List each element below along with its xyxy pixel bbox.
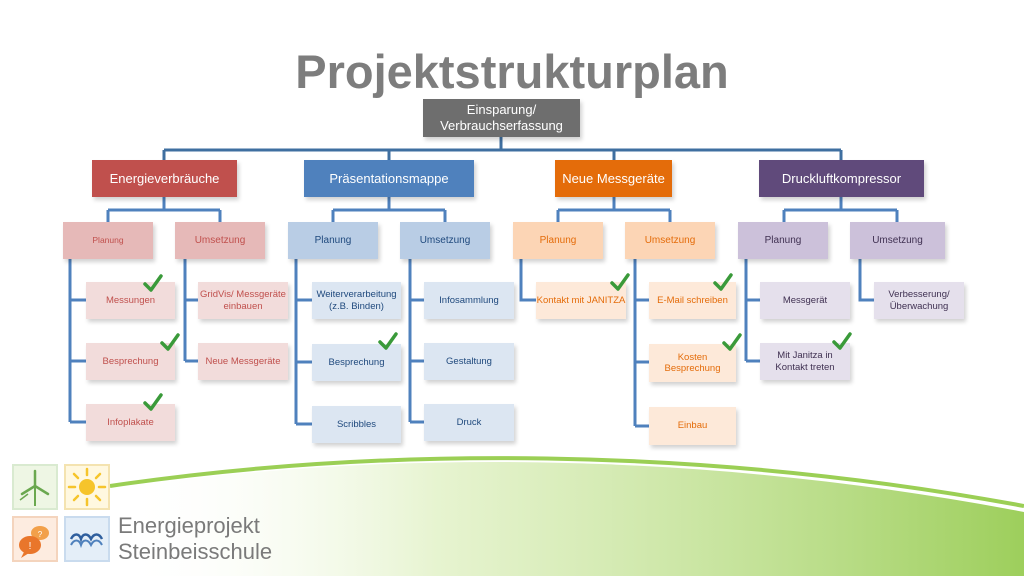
leaf-gestaltung: Gestaltung (424, 343, 514, 380)
sub-druckluft-planung: Planung (738, 222, 828, 259)
sub-label: Planung (314, 234, 352, 246)
leaf-label: Druck (456, 416, 482, 428)
water-waves-icon (64, 516, 110, 562)
wind-turbine-icon (12, 464, 58, 510)
leaf-label: Weiterverarbeitung (z.B. Binden) (316, 289, 397, 312)
leaf-label: Infoplakate (107, 416, 154, 428)
leaf-label: Besprechung (102, 355, 159, 367)
checkmark-icon (713, 273, 733, 291)
root-node: Einsparung/ Verbrauchserfassung (423, 99, 580, 137)
leaf-infosammlung: Infosammlung (424, 282, 514, 319)
sub-messgeraete-planung: Planung (513, 222, 603, 259)
leaf-label: Messgerät (782, 294, 828, 306)
logo: ! ? (10, 462, 120, 572)
leaf-besprechung: Besprechung (312, 344, 401, 381)
page-title: Projektstrukturplan (295, 45, 729, 98)
root-label: Einsparung/ Verbrauchserfassung (440, 102, 563, 133)
leaf-label: Verbesserung/ Überwachung (888, 289, 950, 312)
sub-label: Umsetzung (872, 234, 923, 246)
leaf-besprechung: Besprechung (86, 343, 175, 380)
sub-druckluft-umsetzung: Umsetzung (850, 222, 945, 259)
leaf-druck: Druck (424, 404, 514, 441)
leaf-kontakt-janitza: Kontakt mit JANITZA (536, 282, 626, 319)
sub-label: Umsetzung (194, 234, 246, 246)
leaf-label: Einbau (677, 420, 708, 432)
leaf-label: Mit Janitza in Kontakt treten (775, 350, 835, 373)
leaf-verbesserung: Verbesserung/ Überwachung (874, 282, 964, 319)
leaf-einbau: Einbau (649, 407, 736, 445)
leaf-mit-janitza: Mit Janitza in Kontakt treten (760, 343, 850, 380)
checkmark-icon (378, 332, 398, 350)
sub-label: Planung (539, 234, 577, 246)
leaf-label: Neue Messgeräte (205, 355, 281, 367)
sub-messgeraete-umsetzung: Umsetzung (625, 222, 715, 259)
checkmark-icon (143, 274, 163, 292)
checkmark-icon (832, 332, 852, 350)
sub-label: Umsetzung (419, 234, 471, 246)
svg-text:!: ! (29, 541, 32, 552)
sun-icon (64, 464, 110, 510)
branch-energieverbraeuche: Energieverbräuche (92, 160, 237, 197)
checkmark-icon (722, 333, 742, 351)
leaf-infoplakate: Infoplakate (86, 404, 175, 441)
branch-label: Präsentationsmappe (329, 170, 449, 186)
leaf-label: Kontakt mit JANITZA (536, 294, 626, 306)
branch-druckluftkompressor: Druckluftkompressor (759, 160, 924, 197)
sub-label: Planung (92, 235, 124, 246)
checkmark-icon (160, 333, 180, 351)
sub-praesentation-planung: Planung (288, 222, 378, 259)
branch-label: Druckluftkompressor (781, 170, 902, 186)
sub-praesentation-umsetzung: Umsetzung (400, 222, 490, 259)
svg-text:?: ? (38, 530, 43, 539)
branch-label: Neue Messgeräte (562, 170, 665, 186)
checkmark-icon (143, 393, 163, 411)
branch-neue-messgeraete: Neue Messgeräte (555, 160, 672, 197)
sub-energie-umsetzung: Umsetzung (175, 222, 265, 259)
speech-bubbles-icon: ! ? (12, 516, 58, 562)
leaf-label: Kosten Besprechung (664, 351, 721, 374)
leaf-messgeraet: Messgerät (760, 282, 850, 319)
leaf-label: Infosammlung (439, 294, 499, 306)
logo-text-line2: Steinbeisschule (118, 539, 273, 564)
leaf-weiterverarbeitung: Weiterverarbeitung (z.B. Binden) (312, 282, 401, 319)
leaf-kosten-besprechung: Kosten Besprechung (649, 344, 736, 382)
branch-praesentationsmappe: Präsentationsmappe (304, 160, 474, 197)
sub-label: Umsetzung (644, 234, 696, 246)
sub-label: Planung (764, 234, 802, 246)
sub-energie-planung: Planung (63, 222, 153, 259)
leaf-label: Gestaltung (446, 355, 492, 367)
checkmark-icon (610, 273, 630, 291)
leaf-neue-messgeraete: Neue Messgeräte (198, 343, 288, 380)
leaf-label: GridVis/ Messgeräte einbauen (200, 289, 286, 312)
leaf-label: Messungen (105, 294, 156, 306)
leaf-label: Scribbles (336, 418, 377, 430)
leaf-scribbles: Scribbles (312, 406, 401, 443)
logo-text-line1: Energieprojekt (118, 513, 260, 538)
leaf-messungen: Messungen (86, 282, 175, 319)
leaf-label: E-Mail schreiben (657, 294, 728, 306)
leaf-label: Besprechung (328, 356, 385, 368)
leaf-gridvis: GridVis/ Messgeräte einbauen (198, 282, 288, 319)
branch-label: Energieverbräuche (109, 170, 220, 186)
